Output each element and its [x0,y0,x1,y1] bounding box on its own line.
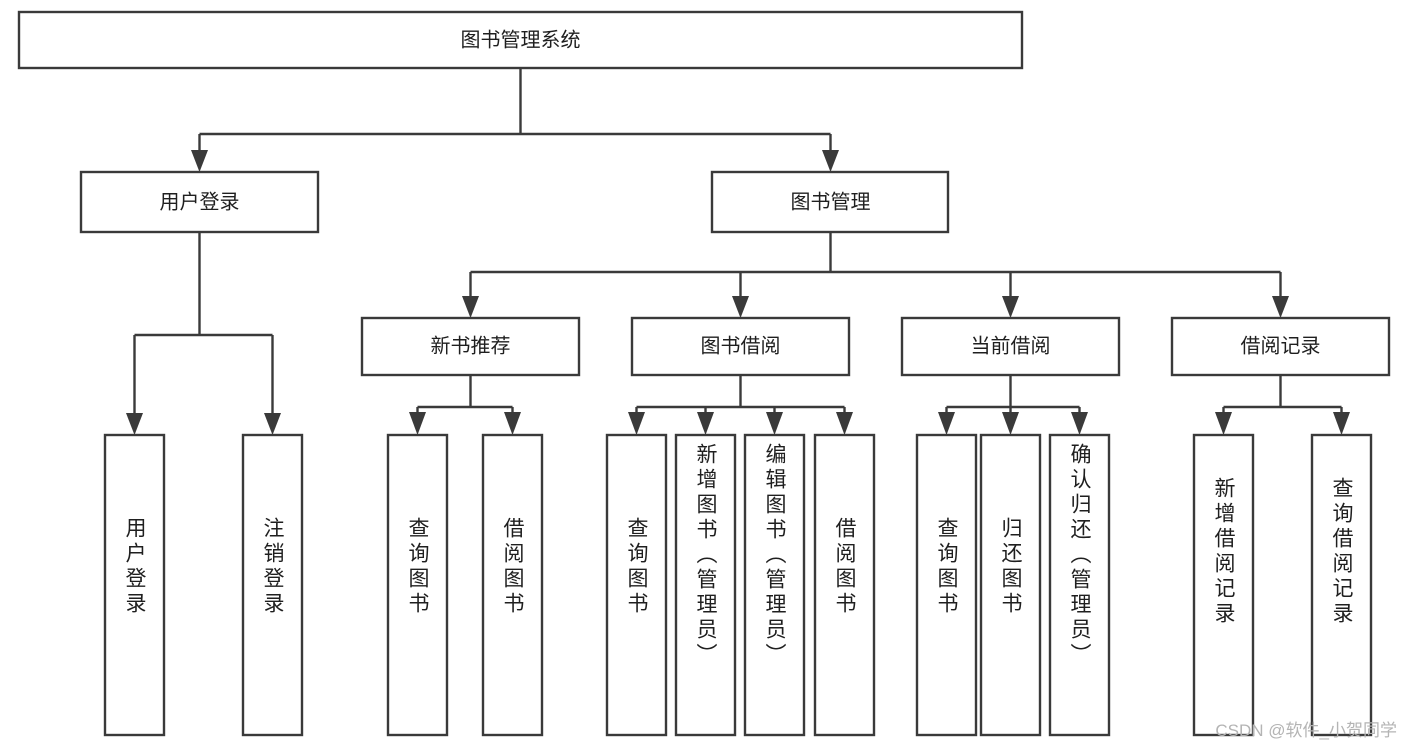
node-current-borrow-label: 当前借阅 [971,334,1051,357]
node-user-login[interactable] [79,170,320,234]
leaf-borrow-record-0[interactable] [1192,433,1255,737]
arrow-newbook-l1 [409,412,426,435]
arrow-currentborrow-l3 [1071,412,1088,435]
leaf-book-borrow-2[interactable] [743,433,806,737]
arrow-borrowrecord-l1 [1215,412,1232,435]
node-book-borrow[interactable] [630,316,851,377]
arrow-currentborrow-l1 [938,412,955,435]
node-new-book-recommend-label: 新书推荐 [431,334,511,357]
arrow-bookborrow-l3 [766,412,783,435]
node-book-management[interactable] [710,170,950,234]
node-user-login-label: 用户登录 [160,190,240,213]
arrow-newbook-l2 [504,412,521,435]
arrow-to-newbook [462,296,479,318]
arrow-to-bookmgmt [822,150,839,172]
leaf-new-book-1[interactable] [481,433,544,737]
arrow-userlogin-leaf2 [264,413,281,435]
node-book-management-label: 图书管理 [791,190,871,213]
leaf-book-borrow-0[interactable] [605,433,668,737]
watermark: CSDN @软件_小贺同学 [1215,721,1397,740]
connector-layer [126,68,1350,435]
leaf-current-borrow-2[interactable] [1048,433,1111,737]
leaf-current-borrow-1[interactable] [979,433,1042,737]
leaf-borrow-record-1[interactable] [1310,433,1373,737]
arrow-currentborrow-l2 [1002,412,1019,435]
leaf-new-book-0[interactable] [386,433,449,737]
arrow-to-bookborrow [732,296,749,318]
arrow-borrowrecord-l2 [1333,412,1350,435]
node-borrow-record-label: 借阅记录 [1241,334,1321,357]
node-layer: 图书管理系统 用户登录 图书管理 新书推荐 图书借阅 当前借阅 借阅记录 [17,10,1391,737]
arrow-to-userlogin [191,150,208,172]
arrow-bookborrow-l1 [628,412,645,435]
node-root[interactable] [17,10,1024,70]
arrow-userlogin-leaf1 [126,413,143,435]
arrow-to-currentborrow [1002,296,1019,318]
leaf-book-borrow-3[interactable] [813,433,876,737]
leaf-user-login-1[interactable] [241,433,304,737]
arrow-bookborrow-l2 [697,412,714,435]
node-book-borrow-label: 图书借阅 [701,334,781,357]
arrow-to-borrowrecord [1272,296,1289,318]
leaf-current-borrow-0[interactable] [915,433,978,737]
node-borrow-record[interactable] [1170,316,1391,377]
node-new-book-recommend[interactable] [360,316,581,377]
node-root-label: 图书管理系统 [461,28,581,51]
node-current-borrow[interactable] [900,316,1121,377]
arrow-bookborrow-l4 [836,412,853,435]
leaf-book-borrow-1[interactable] [674,433,737,737]
leaf-user-login-0[interactable] [103,433,166,737]
